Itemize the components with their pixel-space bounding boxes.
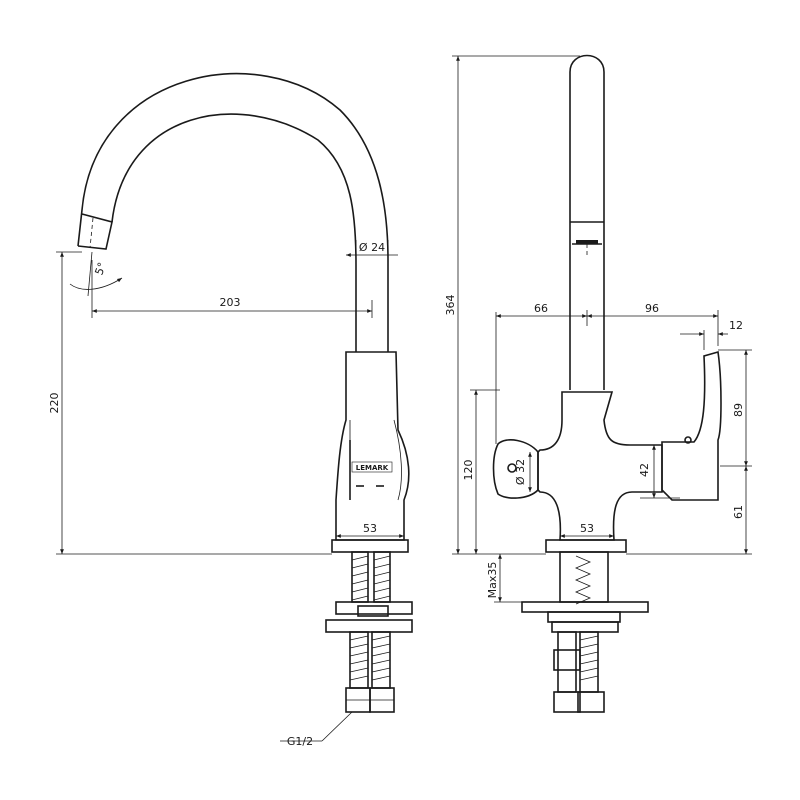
side-body (335, 351, 410, 541)
dim-right-offset: 96 (587, 302, 719, 346)
dim-max-deck-label: Max35 (486, 562, 499, 599)
dim-left-offset: 66 (495, 302, 588, 444)
spout-outer (77, 72, 389, 352)
front-knob (492, 439, 539, 499)
dim-knob-diameter-label: Ø 32 (514, 459, 527, 485)
dim-reach: 203 (91, 260, 373, 318)
front-spout (569, 54, 605, 390)
dim-height-label: 220 (48, 393, 61, 414)
dim-total-height-label: 364 (444, 295, 457, 316)
spout-inner (111, 113, 357, 352)
dim-height: 220 (48, 251, 332, 555)
dim-angle: 5° (69, 251, 123, 297)
dim-front-body-width: 53 (560, 522, 614, 538)
spout-tip (77, 213, 113, 250)
side-base (331, 539, 409, 553)
dim-side-body-width: 53 (335, 522, 405, 540)
dim-lower-height: 61 (626, 466, 752, 555)
side-hoses (325, 551, 413, 713)
dim-handle-thickness: 12 (680, 319, 743, 350)
dim-knob-height-label: 42 (638, 463, 651, 477)
dim-handle-height: 89 (718, 349, 752, 467)
brand-logo (351, 461, 393, 473)
thread-label: G1/2 (287, 735, 313, 748)
dim-left-height-label: 120 (462, 460, 475, 481)
dim-left-offset-label: 66 (534, 302, 548, 315)
dim-angle-label: 5° (92, 261, 108, 277)
dim-knob-height: 42 (638, 444, 680, 499)
dim-knob-diameter: Ø 32 (514, 452, 532, 492)
dim-lower-height-label: 61 (732, 505, 745, 519)
dim-side-body-width-label: 53 (363, 522, 377, 535)
front-view: 364 66 96 12 89 (444, 54, 752, 713)
dim-handle-height-label: 89 (732, 403, 745, 417)
dim-spout-diameter: Ø 24 (346, 240, 398, 262)
dim-spout-diameter-label: Ø 24 (359, 241, 385, 254)
dim-right-offset-label: 96 (645, 302, 659, 315)
front-base (545, 539, 627, 553)
side-view: LEMARK Ø 24 (48, 72, 413, 748)
thread-callout: G1/2 (280, 711, 353, 748)
dim-reach-label: 203 (220, 296, 241, 309)
front-lever (661, 350, 722, 501)
brand-logo-text: LEMARK (356, 464, 389, 472)
dim-front-body-width-label: 53 (580, 522, 594, 535)
dim-handle-thickness-label: 12 (729, 319, 743, 332)
dim-left-height: 120 (462, 389, 500, 554)
dim-max-deck: Max35 (486, 554, 522, 603)
